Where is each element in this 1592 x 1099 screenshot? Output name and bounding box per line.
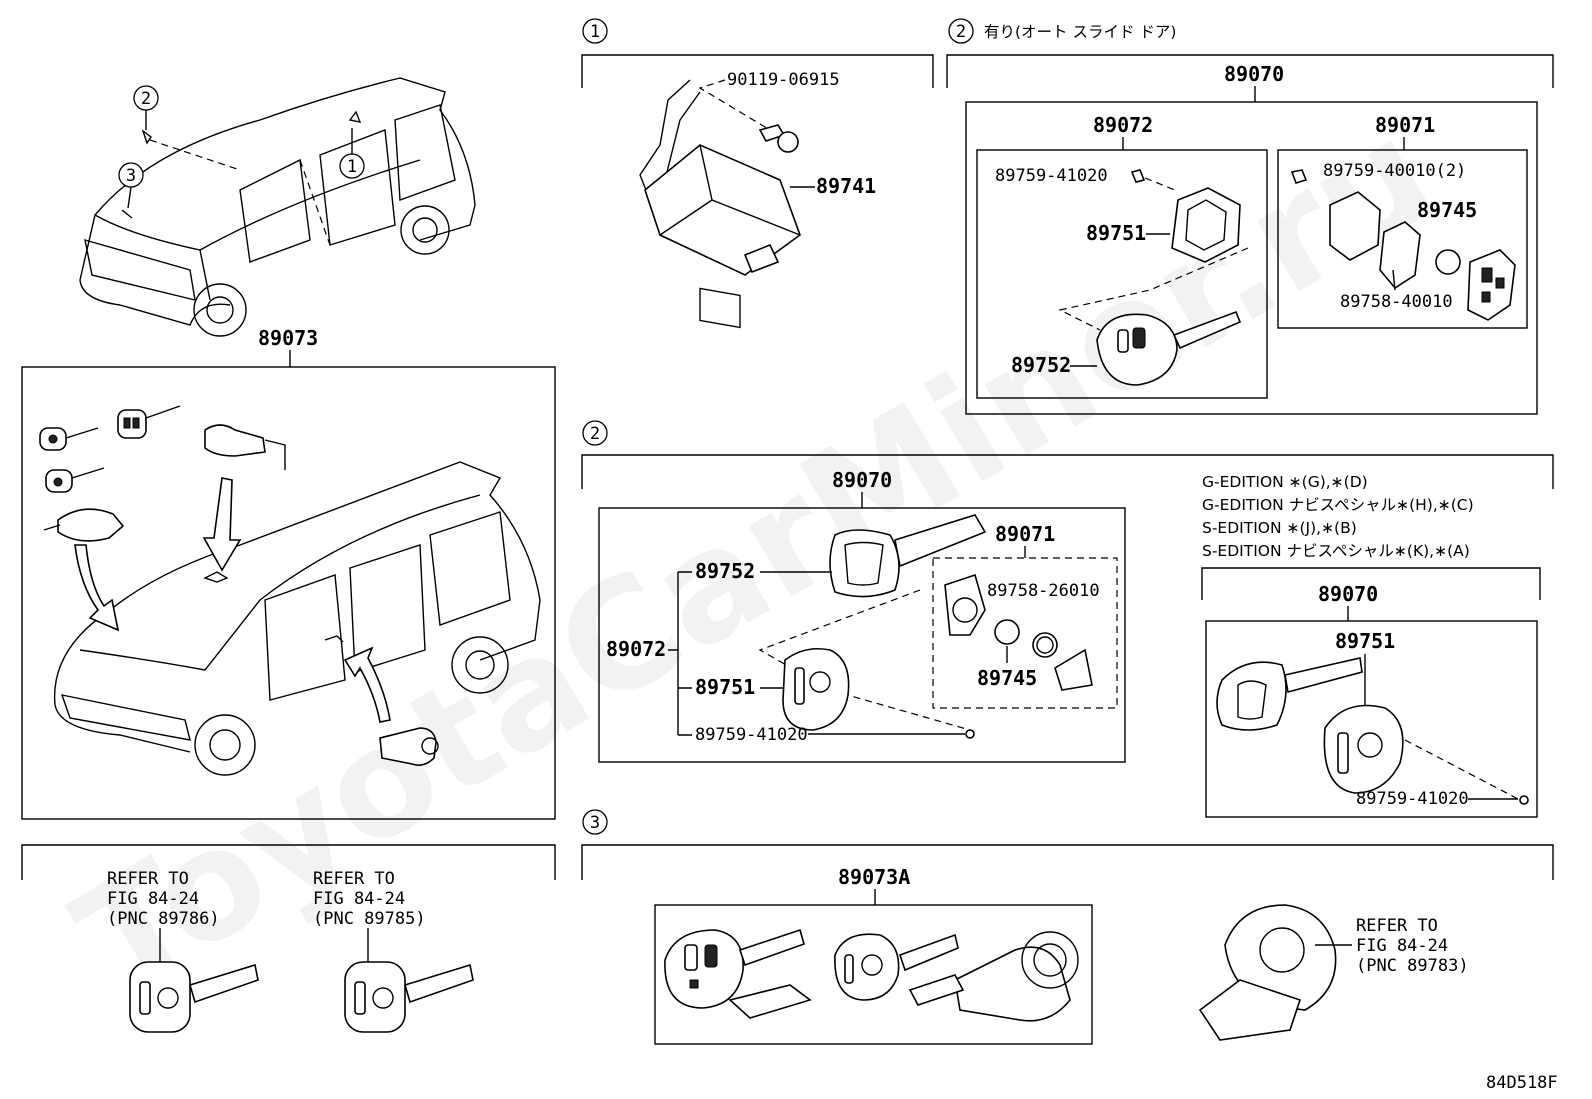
label-89072-a: 89072	[1093, 113, 1153, 137]
svg-text:3: 3	[126, 166, 136, 186]
svg-text:G-EDITION ∗(G),∗(D): G-EDITION ∗(G),∗(D)	[1202, 473, 1368, 491]
label-89072-b: 89072	[606, 637, 666, 661]
controller-89741-illustration	[639, 79, 801, 329]
vehicle-overview-illustration	[79, 77, 476, 337]
label-89759-41020-a: 89759-41020	[995, 166, 1108, 186]
svg-text:1: 1	[590, 22, 600, 42]
svg-text:2: 2	[956, 22, 966, 42]
vehicle-callout-1: 1	[339, 128, 365, 179]
section-marker-3: 3	[582, 809, 608, 835]
label-89745-a: 89745	[1417, 198, 1477, 222]
bracket-refer-left	[21, 844, 556, 880]
label-90119-06915: 90119-06915	[727, 70, 840, 90]
bracket-section-2-mid	[581, 454, 1554, 489]
svg-text:FIG 84-24: FIG 84-24	[1356, 936, 1448, 956]
label-89073A: 89073A	[838, 865, 910, 889]
section-marker-2-top: 2	[948, 18, 974, 44]
section-2-top-note: 有り(オート スライド ドア)	[984, 23, 1176, 41]
svg-text:REFER TO: REFER TO	[313, 869, 395, 889]
box-89072-a	[976, 149, 1268, 399]
svg-text:FIG 84-24: FIG 84-24	[107, 889, 199, 909]
svg-text:(PNC 89785): (PNC 89785)	[313, 909, 426, 929]
box-89071-b	[932, 557, 1118, 709]
label-89758-26010: 89758-26010	[987, 581, 1100, 601]
label-89745-b: 89745	[977, 666, 1037, 690]
label-89073-top: 89073	[258, 326, 318, 350]
refer-note-89783: REFER TO FIG 84-24 (PNC 89783)	[1315, 916, 1469, 976]
diagram-code: 84D518F	[1486, 1073, 1558, 1093]
label-89759-41020-c: 89759-41020	[1356, 789, 1469, 809]
key-shell-89751-b-illustration	[782, 647, 850, 731]
box-89073A	[654, 904, 1093, 1045]
label-89751-a: 89751	[1086, 221, 1146, 245]
bracket-section-2-top	[946, 54, 1554, 88]
key-set-illustration	[39, 405, 541, 776]
label-89752-b: 89752	[695, 559, 755, 583]
box-89070-c	[1205, 620, 1538, 818]
svg-text:2: 2	[590, 424, 600, 444]
svg-text:(PNC 89783): (PNC 89783)	[1356, 956, 1469, 976]
key-89751-c-illustration	[1216, 657, 1404, 794]
refer-note-89786: REFER TO FIG 84-24 (PNC 89786)	[107, 869, 220, 965]
box-89070-a	[965, 101, 1538, 415]
bracket-section-3	[581, 844, 1554, 880]
key-illustrations-refer	[129, 961, 474, 1033]
svg-text:2: 2	[141, 89, 151, 109]
bracket-section-1	[581, 54, 934, 88]
label-89071-b: 89071	[995, 522, 1055, 546]
svg-text:(PNC 89786): (PNC 89786)	[107, 909, 220, 929]
key-set-89073A-illustration	[664, 928, 1079, 1022]
bracket-edition	[1201, 567, 1541, 600]
label-89759-40010: 89759-40010(2)	[1323, 161, 1466, 181]
svg-text:1: 1	[347, 157, 357, 177]
transmitter-parts-89071-b-illustration	[944, 573, 1093, 691]
vehicle-callout-3: 3	[118, 162, 144, 209]
refer-note-89785: REFER TO FIG 84-24 (PNC 89785)	[313, 869, 426, 965]
svg-text:REFER TO: REFER TO	[107, 869, 189, 889]
box-89070-b	[598, 507, 1126, 763]
label-89070-a: 89070	[1224, 62, 1284, 86]
transmitter-parts-89071-a-illustration	[1329, 191, 1516, 321]
svg-text:3: 3	[590, 813, 600, 833]
edition-notes: G-EDITION ∗(G),∗(D) G-EDITION ナビスペシャル∗(H…	[1202, 473, 1474, 560]
key-89752-b-illustration	[829, 514, 987, 598]
svg-text:S-EDITION ナビスペシャル∗(K),∗(A): S-EDITION ナビスペシャル∗(K),∗(A)	[1202, 542, 1470, 560]
ignition-cylinder-illustration	[1198, 904, 1337, 1041]
svg-text:FIG 84-24: FIG 84-24	[313, 889, 405, 909]
label-89071-a: 89071	[1375, 113, 1435, 137]
label-89751-b: 89751	[695, 675, 755, 699]
label-89758-40010: 89758-40010	[1340, 292, 1453, 312]
key-shell-89751-a-illustration	[1171, 187, 1241, 263]
section-marker-1: 1	[582, 18, 608, 44]
label-89070-c: 89070	[1318, 582, 1378, 606]
section-marker-2-mid: 2	[582, 420, 608, 446]
label-89759-41020-b: 89759-41020	[695, 725, 808, 745]
label-89752-a: 89752	[1011, 353, 1071, 377]
label-89070-b: 89070	[832, 468, 892, 492]
svg-text:G-EDITION ナビスペシャル∗(H),∗(C): G-EDITION ナビスペシャル∗(H),∗(C)	[1202, 496, 1474, 514]
svg-text:S-EDITION ∗(J),∗(B): S-EDITION ∗(J),∗(B)	[1202, 519, 1357, 537]
box-89073	[21, 366, 556, 820]
key-89752-a-illustration	[1096, 310, 1242, 386]
label-89741: 89741	[816, 174, 876, 198]
box-89071-a	[1277, 149, 1528, 329]
svg-text:REFER TO: REFER TO	[1356, 916, 1438, 936]
label-89751-c: 89751	[1335, 629, 1395, 653]
vehicle-callout-2: 2	[133, 85, 159, 130]
